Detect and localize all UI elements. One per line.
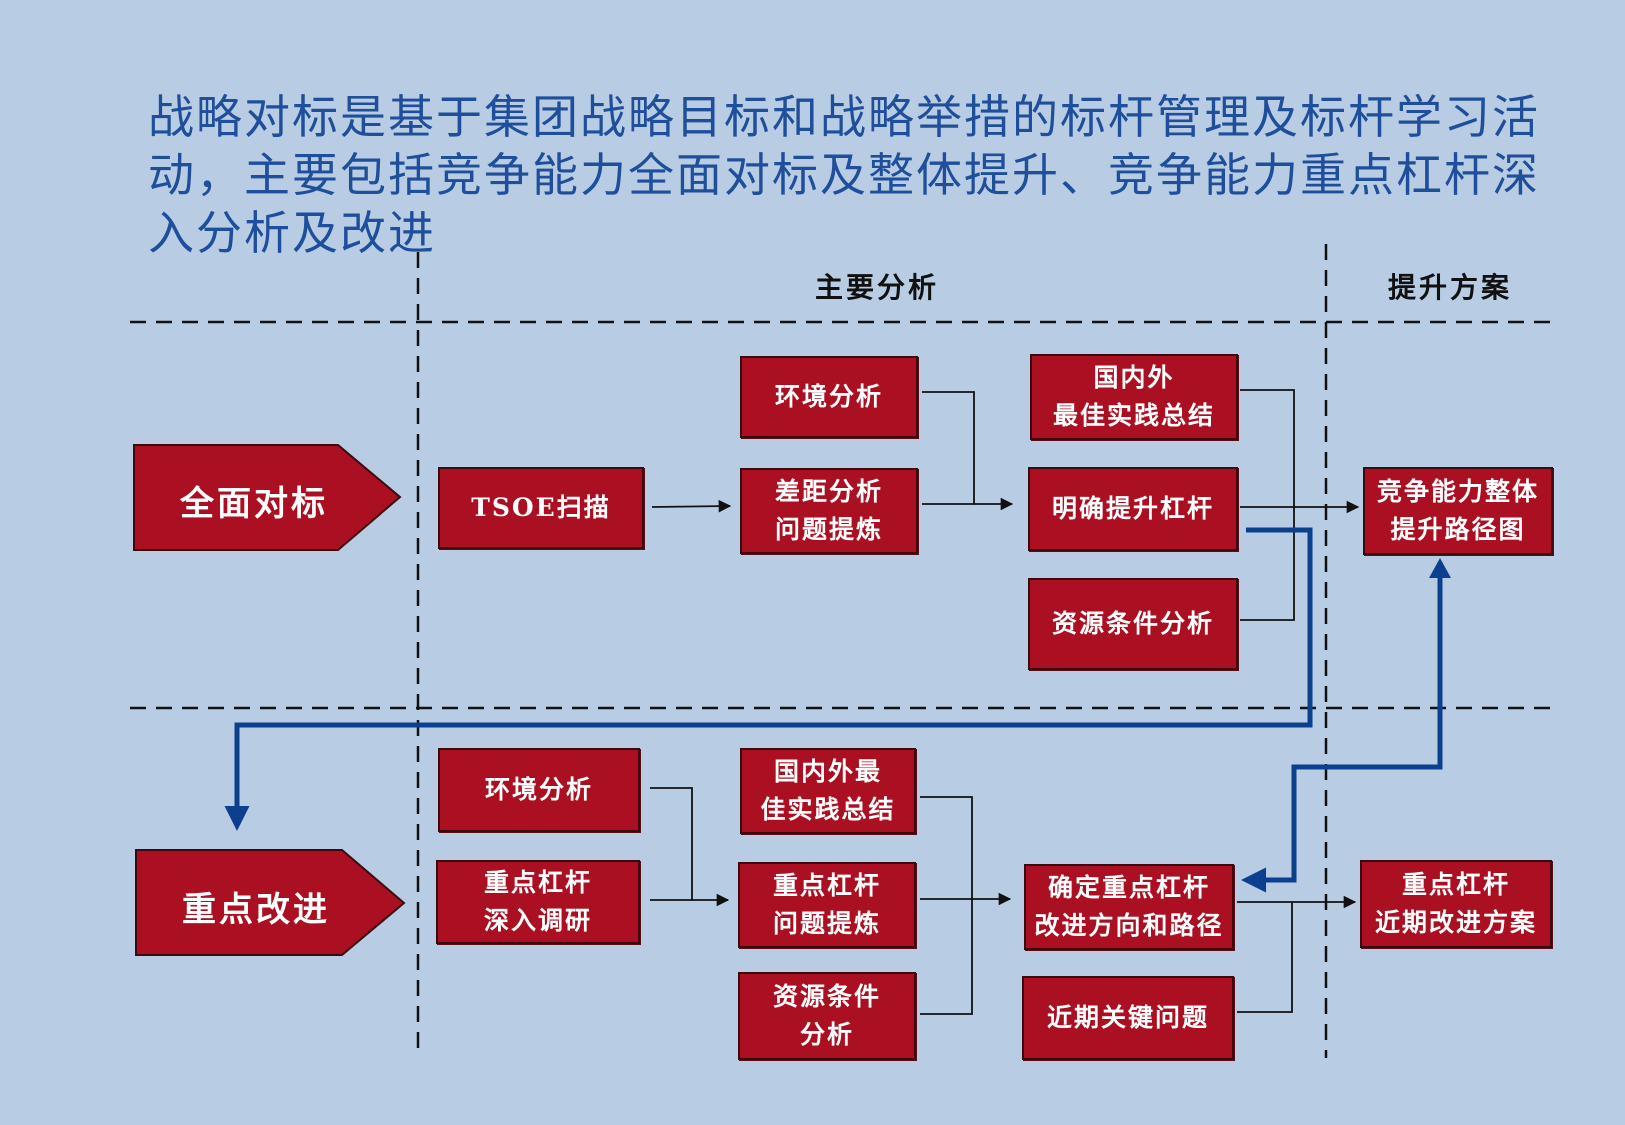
top-row-pentagon — [133, 444, 402, 551]
box-bottom-issues: 近期关键问题 — [1022, 976, 1234, 1060]
blue-flow-bottom-to-result — [1241, 562, 1443, 893]
blue-flow-top-to-bottom — [224, 527, 1313, 831]
bracket-direction-issues — [1237, 902, 1293, 1013]
box-bottom-env-text: 环境分析 — [484, 775, 593, 804]
column-label-analysis: 主要分析 — [815, 271, 940, 304]
box-bottom-refine: 重点杠杆 问题提炼 — [738, 862, 916, 948]
box-top-result-line1: 竞争能力整体 — [1376, 477, 1539, 506]
box-bottom-direction-line2: 改进方向和路径 — [1034, 911, 1224, 940]
box-bottom-direction: 确定重点杠杆 改进方向和路径 — [1024, 864, 1234, 950]
bracket-best-resource — [1240, 389, 1295, 621]
box-bottom-result: 重点杠杆 近期改进方案 — [1360, 860, 1552, 948]
box-top-env: 环境分析 — [740, 356, 918, 438]
bracket-env-gap — [922, 391, 975, 505]
box-bottom-research-line1: 重点杠杆 — [483, 868, 592, 897]
box-top-resource: 资源条件分析 — [1028, 578, 1238, 670]
box-top-env-text: 环境分析 — [774, 382, 883, 411]
bottom-row-pentagon — [135, 849, 406, 956]
box-bottom-refine-line2: 问题提炼 — [772, 909, 881, 938]
box-bottom-research: 重点杠杆 深入调研 — [436, 860, 640, 944]
box-top-result-line2: 提升路径图 — [1390, 515, 1526, 544]
box-top-gap: 差距分析 问题提炼 — [740, 468, 918, 554]
box-bottom-env: 环境分析 — [438, 748, 640, 832]
box-bottom-research-line2: 深入调研 — [483, 906, 592, 935]
box-bottom-resource-line1: 资源条件 — [772, 982, 881, 1011]
box-top-result: 竞争能力整体 提升路径图 — [1363, 467, 1553, 555]
box-tsoe-scan: TSOE扫描 — [438, 467, 644, 549]
box-bottom-best: 国内外最 佳实践总结 — [740, 748, 916, 834]
arrow-scan-to-gap — [651, 499, 732, 513]
box-top-gap-line2: 问题提炼 — [774, 515, 883, 544]
box-top-lever: 明确提升杠杆 — [1028, 467, 1238, 551]
box-top-lever-text: 明确提升杠杆 — [1051, 494, 1214, 523]
box-top-best-line1: 国内外 — [1093, 363, 1175, 392]
box-bottom-resource-line2: 分析 — [799, 1020, 854, 1049]
box-bottom-refine-line1: 重点杠杆 — [772, 871, 881, 900]
box-bottom-direction-line1: 确定重点杠杆 — [1047, 873, 1210, 902]
bracket-best-resource-bottom — [920, 796, 973, 1015]
blue-arrowhead-up — [1429, 558, 1451, 578]
box-bottom-result-line1: 重点杠杆 — [1401, 870, 1510, 899]
headline: 战略对标是基于集团战略目标和战略举措的标杆管理及标杆学习活动，主要包括竞争能力全… — [148, 90, 1540, 260]
box-bottom-result-line2: 近期改进方案 — [1374, 908, 1537, 937]
box-top-best-line2: 最佳实践总结 — [1052, 401, 1215, 430]
box-bottom-best-line1: 国内外最 — [773, 757, 882, 786]
box-bottom-issues-text: 近期关键问题 — [1046, 1003, 1209, 1032]
column-label-plan: 提升方案 — [1388, 271, 1513, 304]
box-top-best: 国内外 最佳实践总结 — [1030, 354, 1238, 440]
box-top-gap-line1: 差距分析 — [774, 477, 883, 506]
box-bottom-best-line2: 佳实践总结 — [760, 795, 896, 824]
box-tsoe-scan-text: TSOE扫描 — [471, 493, 611, 522]
bottom-row-label: 重点改进 — [182, 890, 330, 930]
box-top-resource-text: 资源条件分析 — [1051, 609, 1214, 638]
top-row-label: 全面对标 — [180, 484, 328, 524]
box-bottom-resource: 资源条件 分析 — [738, 972, 916, 1060]
bracket-env-research — [650, 787, 693, 901]
